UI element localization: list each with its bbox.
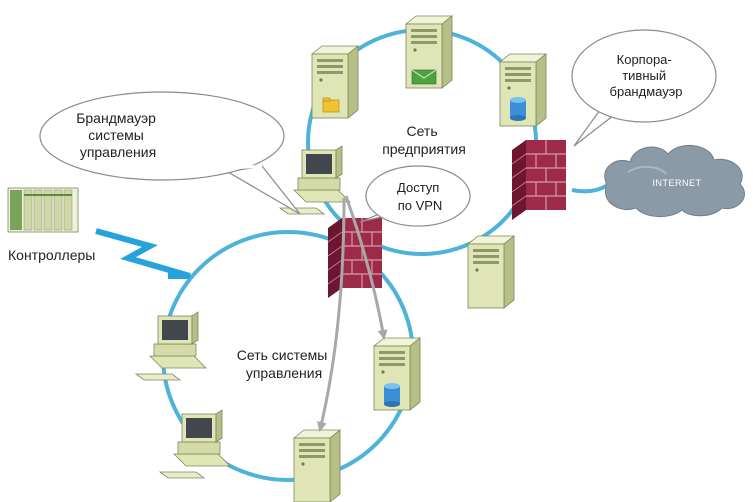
controllers-device (7, 187, 79, 233)
database-icon (510, 97, 526, 121)
corporate-firewall (511, 139, 567, 221)
callout-control-firewall-text: Брандмауэр системы управления (76, 110, 160, 160)
server-right (467, 235, 515, 309)
controllers-label: Контроллеры (8, 247, 95, 263)
callout-corporate-firewall: Корпора- тивный брандмауэр (571, 29, 717, 147)
control-pc-bottom (159, 409, 231, 479)
file-server (311, 45, 359, 119)
database-server-control (373, 337, 421, 411)
control-pc-top (135, 311, 207, 381)
callout-corporate-firewall-text: Корпора- тивный брандмауэр (610, 52, 683, 99)
server-bottom (293, 429, 341, 502)
internet-label: INTERNET (653, 178, 702, 188)
wireless-link-icon (95, 228, 191, 279)
callout-vpn-access: Доступ по VPN (359, 165, 471, 227)
control-network-label: Сеть системы управления (237, 347, 331, 381)
internet-link (571, 184, 607, 194)
enterprise-network-label: Сеть предприятия (382, 123, 466, 157)
vpn-arrow-to-database (344, 195, 388, 340)
mail-server (405, 15, 453, 89)
callout-control-firewall: Брандмауэр системы управления (39, 91, 301, 215)
envelope-icon (411, 69, 437, 85)
database-icon (384, 383, 400, 407)
database-server-top (499, 53, 547, 127)
vpn-arrow-to-server (317, 197, 346, 432)
callout-vpn-access-text: Доступ по VPN (397, 180, 443, 213)
internet-cloud-icon: INTERNET (604, 144, 745, 217)
folder-icon (322, 97, 340, 113)
